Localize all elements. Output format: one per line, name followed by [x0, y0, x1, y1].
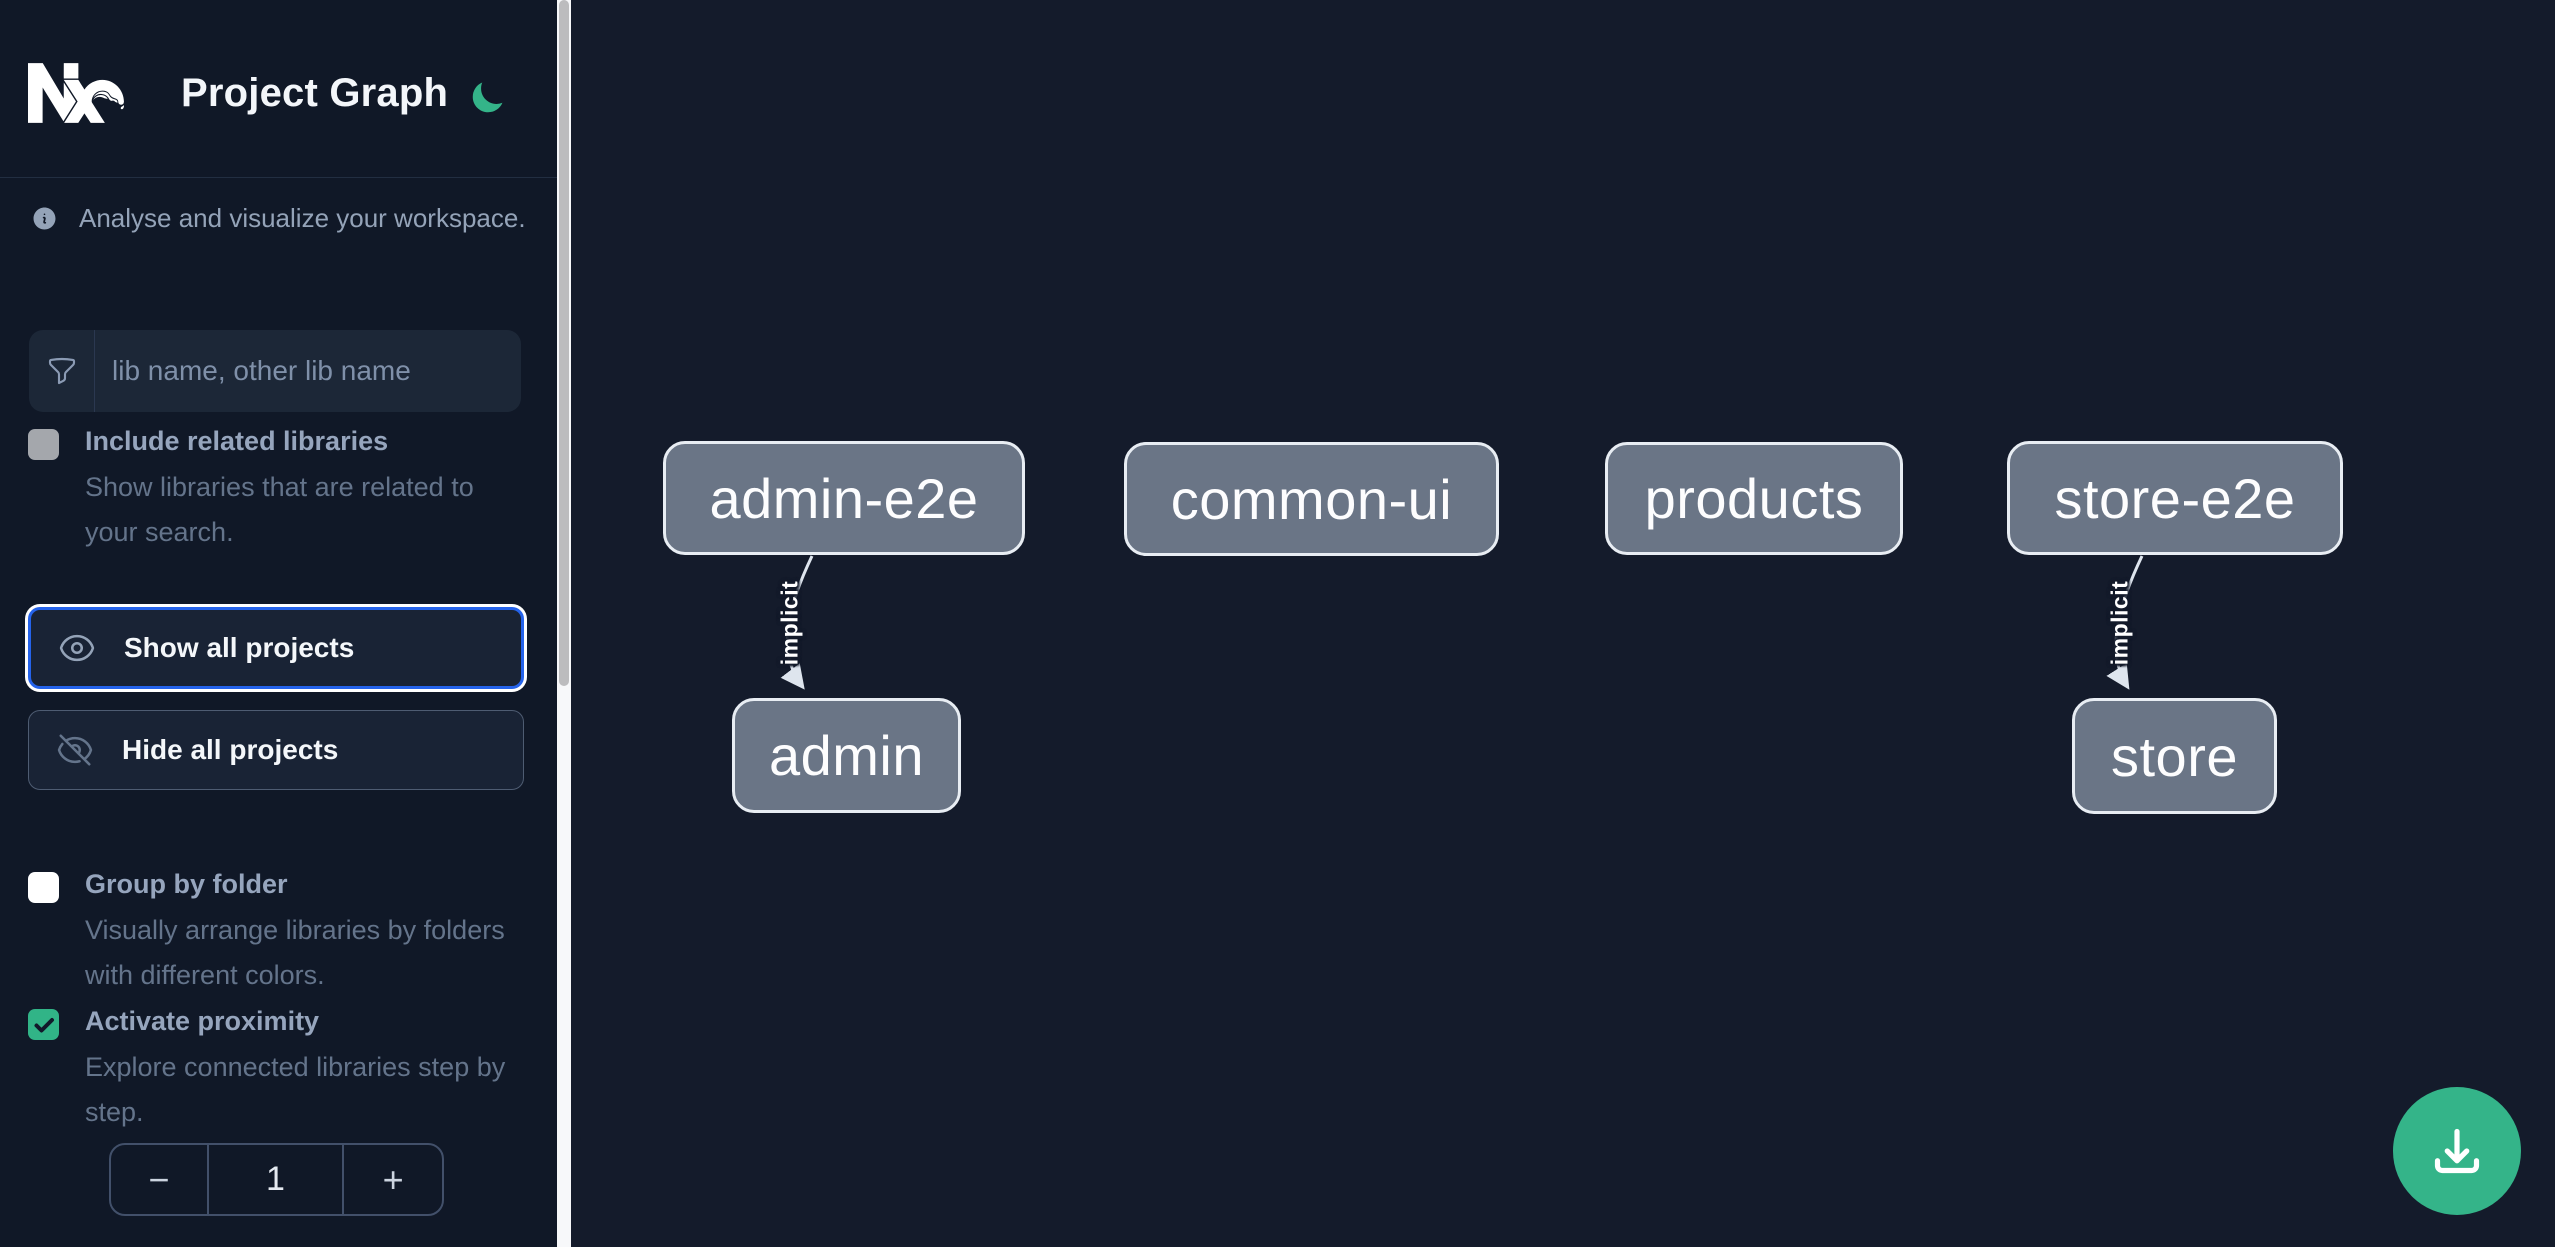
- eye-slash-icon: [57, 734, 93, 766]
- include-related-checkbox[interactable]: [28, 429, 59, 460]
- edge-admin-e2e-to-admin: [780, 555, 814, 690]
- project-node-products[interactable]: products: [1605, 442, 1903, 555]
- dark-mode-toggle[interactable]: [468, 79, 506, 117]
- show-all-projects-button[interactable]: Show all projects: [28, 607, 524, 689]
- workspace-tagline-row: Analyse and visualize your workspace.: [31, 203, 526, 234]
- increment-button[interactable]: +: [344, 1145, 442, 1214]
- proximity-depth-stepper: − 1 +: [109, 1143, 444, 1216]
- sidebar: Project Graph Analyse and visualize your…: [0, 0, 557, 1247]
- group-by-folder-label[interactable]: Group by folder: [85, 869, 288, 899]
- check-icon: [34, 1017, 54, 1032]
- graph-edges: [780, 555, 2144, 690]
- search-filter: [29, 330, 521, 412]
- include-related-label[interactable]: Include related libraries: [85, 426, 389, 456]
- sidebar-scrollbar-thumb[interactable]: [559, 0, 569, 686]
- group-by-folder-checkbox[interactable]: [28, 872, 59, 903]
- edge-store-e2e-to-store: [2106, 555, 2144, 690]
- option-activate-proximity: Activate proximity Explore connected lib…: [28, 1006, 528, 1135]
- hide-all-projects-label: Hide all projects: [122, 734, 339, 765]
- decrement-button[interactable]: −: [111, 1145, 207, 1214]
- graph-canvas[interactable]: implicit implicit admin-e2e common-ui pr…: [571, 0, 2555, 1247]
- search-input[interactable]: [96, 330, 520, 412]
- sidebar-header: Project Graph: [0, 0, 557, 178]
- download-graph-button[interactable]: [2393, 1087, 2521, 1215]
- nx-logo: [28, 63, 124, 123]
- activate-proximity-checkbox[interactable]: [28, 1009, 59, 1040]
- include-related-description: Show libraries that are related to your …: [85, 472, 474, 547]
- show-all-projects-label: Show all projects: [124, 632, 355, 663]
- filter-funnel-icon: [29, 330, 95, 412]
- activate-proximity-description: Explore connected libraries step by step…: [85, 1052, 506, 1127]
- eye-icon: [59, 634, 95, 662]
- proximity-depth-value: 1: [206, 1145, 345, 1214]
- project-node-store[interactable]: store: [2072, 698, 2277, 814]
- option-include-related-libraries: Include related libraries Show libraries…: [28, 426, 528, 555]
- workspace-tagline: Analyse and visualize your workspace.: [79, 203, 526, 233]
- edge-label-implicit[interactable]: implicit: [2106, 580, 2133, 666]
- sidebar-scrollbar[interactable]: [557, 0, 571, 1247]
- activate-proximity-label[interactable]: Activate proximity: [85, 1006, 320, 1036]
- info-icon: [33, 207, 56, 230]
- moon-icon: [472, 82, 503, 113]
- page-title: Project Graph: [181, 71, 449, 115]
- project-node-admin-e2e[interactable]: admin-e2e: [663, 441, 1025, 555]
- project-node-store-e2e[interactable]: store-e2e: [2007, 441, 2343, 555]
- group-by-folder-description: Visually arrange libraries by folders wi…: [85, 915, 505, 990]
- edge-label-implicit[interactable]: implicit: [776, 580, 803, 666]
- project-node-common-ui[interactable]: common-ui: [1124, 442, 1499, 556]
- hide-all-projects-button[interactable]: Hide all projects: [28, 710, 524, 790]
- project-node-admin[interactable]: admin: [732, 698, 961, 813]
- option-group-by-folder: Group by folder Visually arrange librari…: [28, 869, 528, 998]
- download-icon: [2434, 1128, 2480, 1174]
